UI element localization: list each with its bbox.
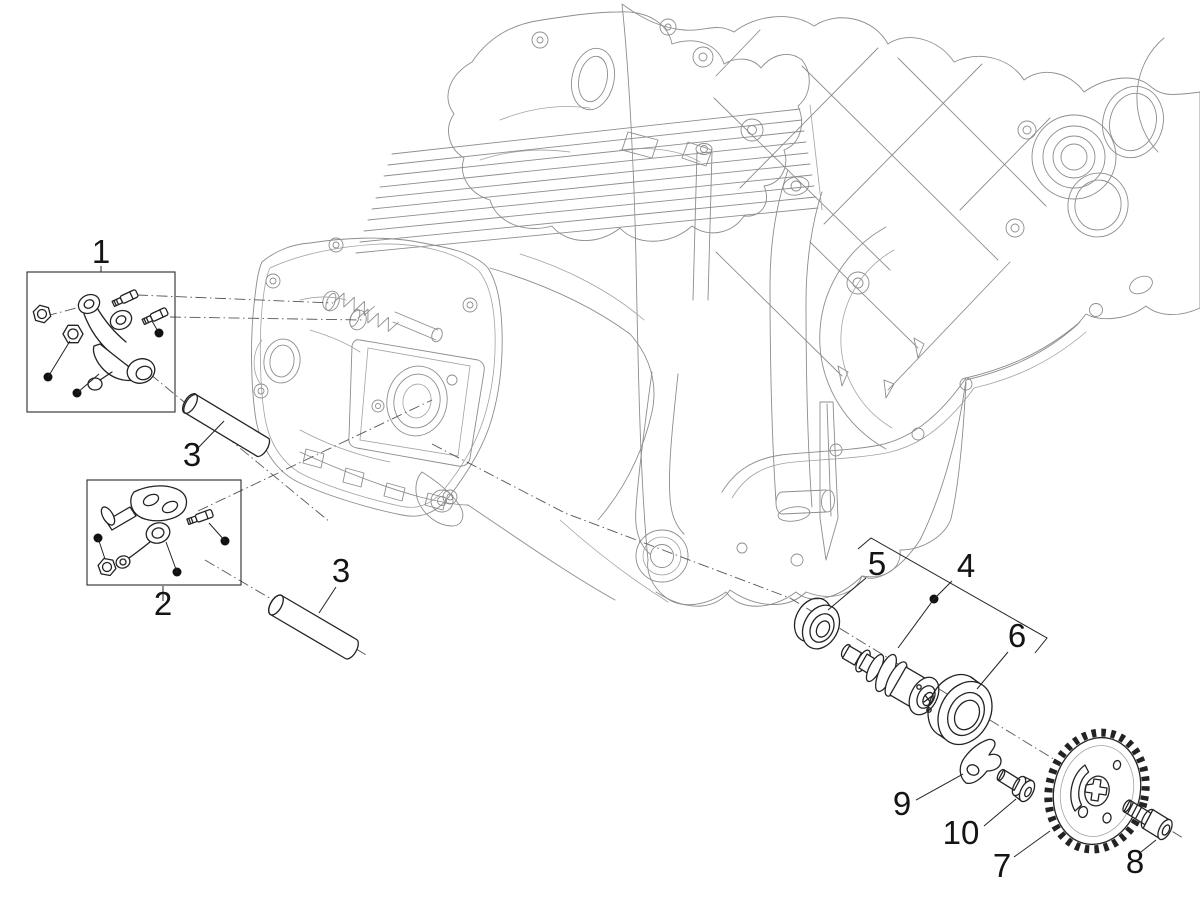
rocker-arm [100,485,188,569]
intake-port [253,338,301,387]
callout-8-label: 8 [1126,843,1144,880]
sprocket-hub-cross [1084,778,1108,802]
camshaft-4 [840,643,940,716]
sprocket-teeth [1044,728,1150,854]
ball-bearing-5 [793,597,841,650]
bearing-boss-circles [846,37,1165,295]
callout-7-leader [1013,830,1051,858]
case-lower-sump [655,381,967,607]
callout-5-leader [827,577,867,611]
callout-10-leader [983,798,1017,827]
hex-nut-2 [97,557,117,577]
roller-bearing-6 [927,673,993,746]
callout-3b-label: 3 [332,552,350,589]
valve-axis-centerline-2 [169,316,364,321]
hex-nut-small [32,304,52,324]
rocker-support-bracket [77,293,156,391]
head-bottom-skirt [299,448,669,603]
cylinder-bore-plate [348,339,485,467]
callout-6-leader [976,651,1009,690]
callout-4-bracket [857,537,1048,654]
callout-3a-leader [197,420,225,449]
crankcase-drawing [415,3,1200,607]
crankcase-ribs [713,29,1051,399]
engine-mount-arm [415,371,689,583]
callout-9-label: 9 [893,785,911,822]
callout-4-label: 4 [957,547,975,584]
rocker-shaft-pin-3b [268,594,359,660]
callout-3b-leader [318,586,337,614]
part-box-1 [26,271,176,413]
socket-bolt-8 [1122,799,1173,841]
sprocket-rim [1052,736,1142,846]
decompressor-lever-9 [959,738,1002,785]
stud-tubes [692,143,839,561]
callout-labels: 1 3 2 3 5 4 6 9 10 7 8 [92,233,1144,884]
dot-leader-lines-2 [97,522,226,573]
valve-springs [322,290,399,332]
countersunk-screw-10 [996,768,1036,803]
callout-9-leader [915,773,964,801]
nut-centerline [45,305,85,317]
callout-8-leader [1140,839,1157,853]
callout-1-label: 1 [92,233,110,270]
adjuster-axis-2 [197,399,433,512]
head-gasket-outline [251,237,503,517]
engine-assembly-drawing [251,3,1200,607]
timing-sprocket-7 [1044,728,1150,854]
callout-7-label: 7 [993,847,1011,884]
rocker-shaft-pin-3a [181,393,271,458]
valve-axis-centerline-1 [136,294,334,304]
callout-2-label: 2 [154,585,172,622]
adjuster-screw-a [111,289,139,308]
callout-3a-label: 3 [183,436,201,473]
adjuster-screw-b [141,307,169,326]
dot-leader-lines-1 [47,320,160,394]
sprocket-slot [1070,764,1090,812]
head-gasket-inner [259,243,496,508]
head-bolt-holes [253,237,478,505]
part-group-1-rocker-support [26,271,176,413]
camshaft-parts-group [793,594,1173,854]
callout-leaders [100,266,1157,858]
part-group-2-rocker-arm [86,479,242,586]
callout-6-label: 6 [1008,617,1026,654]
hex-nut-large [62,324,84,344]
case-flange [721,275,1153,499]
head-side-lines [299,253,655,521]
adjuster-screw-2 [186,509,214,526]
upper-bracket-cluster [447,11,810,242]
callout-5-label: 5 [868,545,886,582]
part-box-2 [86,479,242,586]
callout-4-leader [897,580,953,649]
callout-10-label: 10 [943,814,980,851]
crank-chamber-arc [819,226,887,450]
crank-chamber-arc-inner [840,249,895,429]
cooling-fins [355,104,823,254]
cylinder-head-drawing [251,237,669,603]
head-stud [392,311,439,341]
